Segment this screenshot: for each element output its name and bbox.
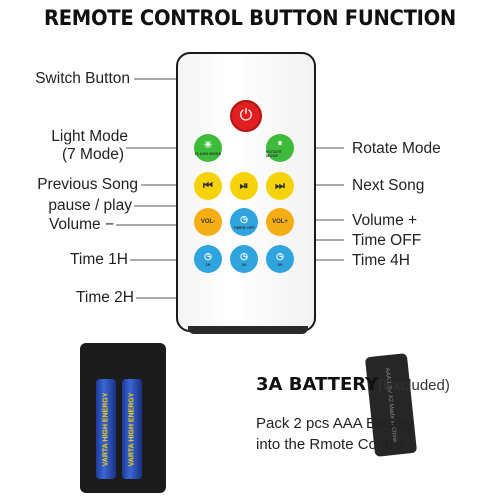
rotate-mode-button[interactable]: ⏸ ROTATE MODE: [266, 134, 294, 162]
clock-icon: ◷: [240, 251, 248, 261]
timer-off-button[interactable]: ◷ TIMER OFF: [230, 208, 258, 236]
label-vol-minus: Volume −: [48, 216, 114, 233]
page-title: REMOTE CONTROL BUTTON FUNCTION: [43, 6, 456, 30]
battery-description: Pack 2 pcs AAA Battery into the Rmote Co…: [256, 413, 414, 455]
light-mode-button[interactable]: ☀ FLASH MODE: [194, 134, 222, 162]
volume-down-caption: VOL-: [200, 219, 216, 225]
label-time-off: Time OFF: [352, 232, 422, 249]
time-2h-button[interactable]: ◷ 2H: [230, 245, 258, 273]
time-4h-caption: 4H: [277, 262, 283, 267]
time-1h-caption: 1H: [205, 262, 211, 267]
label-time-2h: Time 2H: [76, 289, 134, 306]
previous-song-button[interactable]: ⏮: [194, 172, 222, 200]
battery-cell: VARTA HIGH ENERGY: [122, 379, 142, 479]
sun-icon: ☀: [203, 140, 213, 151]
flash-mode-caption: FLASH MODE: [194, 151, 222, 156]
label-light-mode: Light Mode: [51, 128, 128, 145]
battery-cell-label: VARTA HIGH ENERGY: [102, 392, 110, 466]
label-pause: pause / play: [48, 197, 132, 214]
label-prev: Previous Song: [37, 176, 138, 193]
battery-cell-label: VARTA HIGH ENERGY: [128, 392, 136, 466]
label-vol-plus: Volume +: [352, 212, 418, 229]
time-1h-button[interactable]: ◷ 1H: [194, 245, 222, 273]
clock-icon: ◷: [204, 251, 212, 261]
time-4h-button[interactable]: ◷ 4H: [266, 245, 294, 273]
play-pause-icon: ⏯: [239, 179, 249, 192]
volume-up-button[interactable]: VOL+: [266, 208, 294, 236]
rotate-mode-caption: ROTATE MODE: [266, 149, 282, 158]
battery-desc-line-2: into the Rmote Control: [256, 436, 407, 453]
next-icon: ⏭: [275, 179, 285, 192]
next-song-button[interactable]: ⏭: [266, 172, 294, 200]
battery-cell: VARTA HIGH ENERGY: [96, 379, 116, 479]
timer-off-caption: TIMER OFF: [233, 225, 255, 230]
time-2h-caption: 2H: [241, 262, 247, 267]
battery-holder: VARTA HIGH ENERGY VARTA HIGH ENERGY: [80, 343, 166, 493]
label-switch: Switch Button: [35, 70, 130, 87]
battery-desc-line-1: Pack 2 pcs AAA Battery: [256, 415, 414, 432]
label-time-1h: Time 1H: [70, 251, 128, 268]
battery-note: (Excluded): [378, 377, 450, 394]
play-pause-button[interactable]: ⏯: [230, 172, 258, 200]
battery-heading: 3A BATTERY(Excluded): [256, 374, 450, 395]
clock-icon: ◷: [240, 214, 248, 224]
label-light-mode-count: (7 Mode): [61, 146, 124, 163]
clock-icon: ◷: [276, 251, 284, 261]
volume-down-button[interactable]: VOL-: [194, 208, 222, 236]
rotate-icon: ⏸: [277, 138, 283, 148]
remote-bottom-edge: [188, 326, 308, 334]
label-rotate: Rotate Mode: [352, 140, 441, 157]
label-next: Next Song: [352, 177, 425, 194]
battery-title: 3A BATTERY: [256, 374, 379, 395]
power-button[interactable]: ⏻: [230, 100, 262, 132]
label-time-4h: Time 4H: [352, 252, 410, 269]
volume-up-caption: VOL+: [272, 219, 288, 225]
power-icon: ⏻: [239, 107, 253, 124]
previous-icon: ⏮: [203, 179, 213, 192]
